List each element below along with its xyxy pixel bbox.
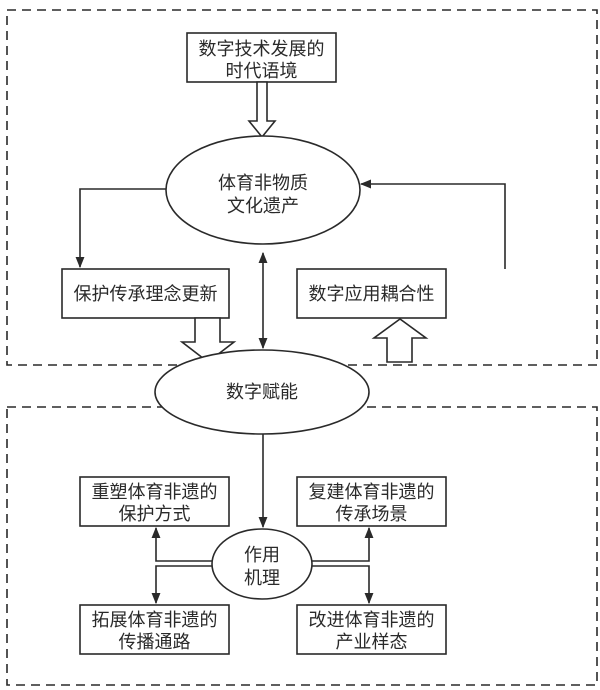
connector-mechanism-to-industry bbox=[312, 565, 374, 605]
lower-group-frame bbox=[6, 406, 598, 686]
outcome-box-inheritance-line1: 复建体育非遗的 bbox=[309, 482, 435, 503]
hollow-arrow-down-left-icon bbox=[179, 317, 237, 364]
mechanism-ellipse-line1: 作用 bbox=[244, 545, 280, 566]
left-concept-box: 保护传承理念更新 bbox=[61, 268, 230, 319]
outcome-box-dissemination-line2: 传播通路 bbox=[119, 632, 191, 653]
context-box-line1: 数字技术发展的 bbox=[199, 39, 325, 60]
heritage-ellipse-line1: 体育非物质 bbox=[218, 173, 308, 194]
right-concept-box: 数字应用耦合性 bbox=[296, 268, 447, 319]
empower-ellipse: 数字赋能 bbox=[154, 349, 370, 435]
connector-mechanism-to-protection bbox=[151, 526, 213, 562]
outcome-box-protection-line2: 保护方式 bbox=[119, 504, 191, 525]
connector-mechanism-to-inheritance bbox=[312, 526, 374, 562]
mechanism-ellipse: 作用 机理 bbox=[211, 528, 313, 600]
connector-right-box-to-heritage bbox=[359, 179, 506, 269]
outcome-box-dissemination: 拓展体育非遗的 传播通路 bbox=[79, 604, 230, 655]
mechanism-ellipse-line2: 机理 bbox=[244, 568, 280, 589]
heritage-ellipse: 体育非物质 文化遗产 bbox=[165, 135, 361, 245]
outcome-box-inheritance: 复建体育非遗的 传承场景 bbox=[296, 476, 447, 527]
empower-ellipse-label: 数字赋能 bbox=[226, 382, 298, 403]
connector-mechanism-to-dissemination bbox=[151, 565, 213, 605]
outcome-box-dissemination-line1: 拓展体育非遗的 bbox=[92, 610, 218, 631]
hollow-arrow-up-right-icon bbox=[371, 318, 429, 363]
outcome-box-industry-line1: 改进体育非遗的 bbox=[309, 610, 435, 631]
outcome-box-protection: 重塑体育非遗的 保护方式 bbox=[79, 476, 230, 527]
context-box: 数字技术发展的 时代语境 bbox=[186, 32, 337, 83]
right-concept-box-label: 数字应用耦合性 bbox=[309, 284, 435, 305]
outcome-box-inheritance-line2: 传承场景 bbox=[336, 504, 408, 525]
upper-group-frame bbox=[6, 9, 598, 366]
connector-heritage-to-left-box bbox=[75, 188, 166, 269]
heritage-ellipse-line2: 文化遗产 bbox=[227, 196, 299, 217]
outcome-box-industry-line2: 产业样态 bbox=[336, 632, 408, 653]
hollow-arrow-down-icon bbox=[247, 81, 277, 139]
outcome-box-industry: 改进体育非遗的 产业样态 bbox=[296, 604, 447, 655]
outcome-box-protection-line1: 重塑体育非遗的 bbox=[92, 482, 218, 503]
left-concept-box-label: 保护传承理念更新 bbox=[74, 283, 218, 305]
context-box-line2: 时代语境 bbox=[226, 61, 298, 82]
